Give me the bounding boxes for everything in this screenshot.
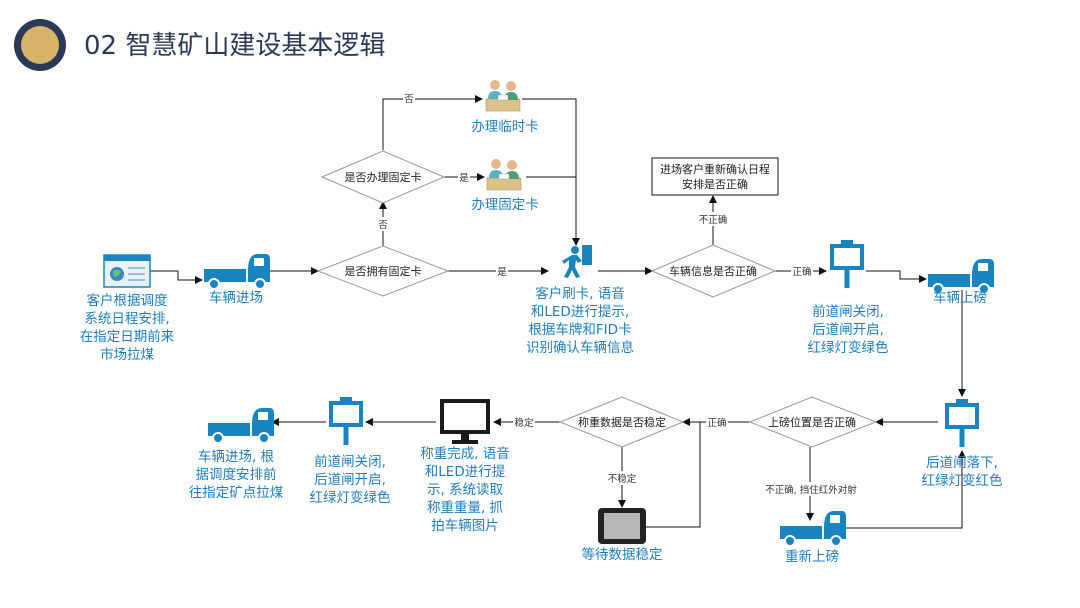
decision-data-stable: 称重数据是否稳定	[558, 396, 685, 448]
header: 02 智慧矿山建设基本逻辑	[14, 19, 385, 71]
label-vehicle-weigh: 车辆上磅	[933, 289, 987, 306]
label-card-swipe-1: 客户刷卡, 语音	[535, 285, 625, 302]
monitor-icon	[440, 399, 490, 444]
label-weigh-done-4: 称重重量, 抓	[427, 500, 503, 516]
exit-gate-icon	[329, 397, 363, 445]
label-weigh-done: 称重完成, 语音 和LED进行提 示, 系统读取 称重重量, 抓 拍车辆图片	[420, 445, 510, 534]
decision-vehicle-info-text: 车辆信息是否正确	[669, 264, 757, 278]
label-gate-front-2: 后道闸开启,	[812, 322, 884, 338]
truck-reweigh-icon	[779, 510, 847, 547]
label-gate-front-1: 前道闸关闭,	[812, 303, 884, 320]
edge-labels: 否 否 是 是 不正确 正确 正确 不正确, 挡住红外对射 稳定 不稳定	[377, 91, 859, 496]
label-weigh-done-2: 和LED进行提	[425, 464, 506, 480]
tablet-icon	[598, 508, 646, 544]
edge-stable: 稳定	[514, 417, 534, 429]
edge-yes-fixed: 是	[459, 173, 469, 184]
label-weigh-done-3: 示, 系统读取	[427, 482, 504, 498]
edge-unstable: 不稳定	[608, 473, 637, 485]
label-customer-schedule-4: 市场拉煤	[100, 346, 154, 363]
label-customer-schedule-2: 系统日程安排,	[84, 311, 169, 327]
decision-has-fixed-card-text: 是否拥有固定卡	[345, 264, 422, 278]
card-swipe-icon	[562, 245, 592, 278]
fixed-card-service-icon	[486, 158, 522, 191]
page-title: 02 智慧矿山建设基本逻辑	[84, 31, 385, 61]
logo-dot-icon	[21, 26, 59, 64]
label-rear-gate-down: 后道闸落下, 红绿灯变红色	[922, 455, 1003, 489]
truck-exit-icon	[207, 407, 275, 444]
reconfirm-line-2: 安排是否正确	[682, 177, 748, 191]
edge-wrong-info: 不正确	[699, 214, 728, 226]
label-temp-card: 办理临时卡	[471, 119, 539, 135]
edge-no-mid: 否	[378, 220, 388, 231]
label-gate-front-3: 红绿灯变绿色	[808, 339, 889, 356]
label-fixed-card: 办理固定卡	[471, 197, 539, 213]
label-weigh-done-5: 拍车辆图片	[431, 517, 499, 534]
label-card-swipe: 客户刷卡, 语音 和LED进行提示, 根据车牌和FID卡 识别确认车辆信息	[526, 285, 634, 356]
label-gate-front-close: 前道闸关闭, 后道闸开启, 红绿灯变绿色	[808, 303, 889, 356]
truck-enter-icon	[203, 253, 271, 290]
label-card-swipe-4: 识别确认车辆信息	[526, 339, 634, 356]
label-card-swipe-2: 和LED进行提示,	[531, 304, 629, 320]
decision-vehicle-info: 车辆信息是否正确	[650, 244, 777, 298]
label-gate-release-2: 后道闸开启,	[314, 472, 386, 488]
decision-do-fixed-card: 是否办理固定卡	[320, 150, 446, 204]
decision-data-stable-text: 称重数据是否稳定	[578, 415, 666, 429]
schedule-system-icon	[103, 254, 151, 288]
label-vehicle-exit-1: 车辆进场, 根	[198, 448, 275, 465]
label-rear-gate-1: 后道闸落下,	[926, 455, 998, 471]
label-gate-release-3: 红绿灯变绿色	[310, 489, 391, 506]
label-card-swipe-3: 根据车牌和FID卡	[528, 321, 631, 338]
label-gate-release-1: 前道闸关闭,	[314, 453, 386, 470]
label-vehicle-enter: 车辆进场	[209, 289, 263, 306]
label-rear-gate-2: 红绿灯变红色	[922, 472, 1003, 489]
label-wait-stable: 等待数据稳定	[582, 546, 663, 563]
label-customer-schedule: 客户根据调度 系统日程安排, 在指定日期前来 市场拉煤	[80, 292, 175, 363]
edge-no-top: 否	[404, 94, 414, 105]
label-weigh-done-1: 称重完成, 语音	[420, 445, 510, 462]
label-customer-schedule-3: 在指定日期前来	[80, 328, 175, 345]
front-gate-close-icon	[830, 240, 864, 288]
edge-correct-pos: 正确	[707, 417, 726, 429]
edge-wrong-pos: 不正确, 挡住红外对射	[765, 484, 857, 496]
reconfirm-box: 进场客户重新确认日程 安排是否正确	[651, 157, 779, 196]
label-customer-schedule-1: 客户根据调度	[87, 292, 168, 309]
decision-position-text: 上磅位置是否正确	[768, 415, 856, 429]
label-gate-release: 前道闸关闭, 后道闸开启, 红绿灯变绿色	[310, 453, 391, 506]
edge-yes-has: 是	[497, 267, 507, 278]
decision-has-fixed-card: 是否拥有固定卡	[316, 245, 450, 297]
temp-card-service-icon	[485, 79, 521, 112]
label-re-weigh: 重新上磅	[785, 548, 839, 565]
truck-weigh-icon	[927, 258, 995, 295]
decision-do-fixed-card-text: 是否办理固定卡	[345, 170, 422, 184]
rear-gate-icon	[945, 399, 979, 447]
label-vehicle-exit-3: 往指定矿点拉煤	[189, 485, 284, 501]
reconfirm-line-1: 进场客户重新确认日程	[660, 162, 770, 176]
edge-correct-info: 正确	[792, 266, 811, 278]
label-vehicle-exit-2: 据调度安排前	[196, 466, 277, 483]
decision-position: 上磅位置是否正确	[748, 396, 878, 448]
label-vehicle-exit: 车辆进场, 根 据调度安排前 往指定矿点拉煤	[189, 448, 284, 501]
